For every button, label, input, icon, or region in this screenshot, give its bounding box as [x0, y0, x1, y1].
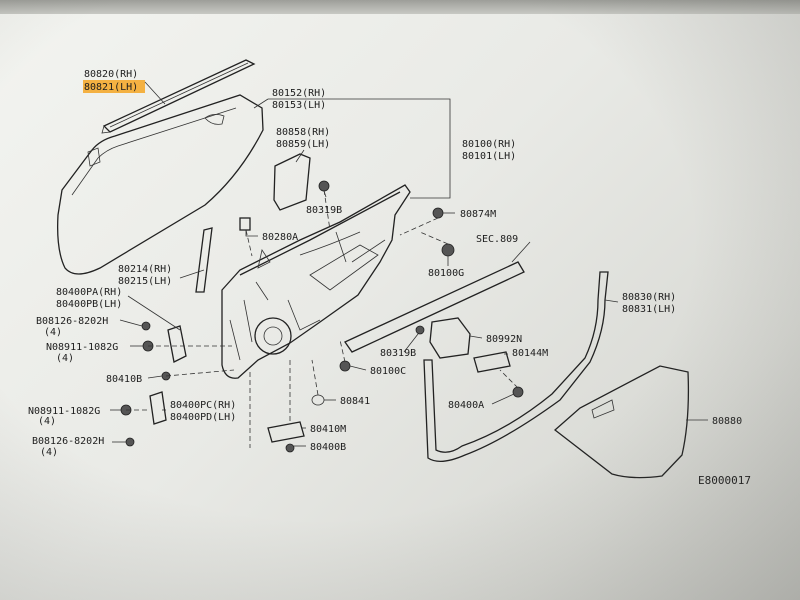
clip-80100c: [339, 360, 351, 372]
small-components: [120, 153, 524, 453]
label-80992n: 80992N: [486, 334, 522, 345]
hinge-lower: [149, 391, 167, 425]
label-80400pd: 80400PD(LH): [170, 412, 236, 423]
label-80859: 80859(LH): [276, 139, 330, 150]
part-labels: 80820(RH) 80821(LH) 80152(RH) 80153(LH) …: [28, 69, 751, 487]
bracket-80144m: [473, 351, 511, 373]
label-08126-b-qty: (4): [40, 447, 58, 458]
label-80100g: 80100G: [428, 268, 464, 279]
hinge-upper: [167, 325, 187, 363]
label-80410m: 80410M: [310, 424, 346, 435]
label-80400b: 80400B: [310, 442, 346, 453]
label-80400pc: 80400PC(RH): [170, 400, 236, 411]
label-80820: 80820(RH): [84, 69, 138, 80]
clip-80280a: [239, 217, 251, 231]
nut-80874m: [432, 207, 444, 219]
label-08911-a: N08911-1082G: [46, 342, 118, 353]
door-inner-panel: [221, 184, 411, 379]
clip-80319b-top: [318, 180, 330, 192]
label-80400pa: 80400PA(RH): [56, 287, 122, 298]
label-08126-a-qty: (4): [44, 327, 62, 338]
label-80101: 80101(LH): [462, 151, 516, 162]
label-80319b-bottom: 80319B: [380, 348, 416, 359]
label-80100: 80100(RH): [462, 139, 516, 150]
leader-lines: [110, 81, 708, 448]
sash-trim: [195, 227, 213, 293]
door-weatherstrip: [423, 271, 609, 462]
label-80831: 80831(LH): [622, 304, 676, 315]
door-seal-panel: [553, 365, 690, 479]
label-80100c: 80100C: [370, 366, 406, 377]
label-80144m: 80144M: [512, 348, 548, 359]
label-80319b-top: 80319B: [306, 205, 342, 216]
label-80410b: 80410B: [106, 374, 142, 385]
label-80400a: 80400A: [448, 400, 484, 411]
label-80152: 80152(RH): [272, 88, 326, 99]
door-outer-panel: [57, 94, 264, 275]
bolt-08126-b: [125, 437, 135, 447]
diagram-code: E8000017: [698, 474, 751, 487]
label-highlight: [83, 80, 145, 93]
label-80841: 80841: [340, 396, 370, 407]
label-80874m: 80874M: [460, 209, 496, 220]
label-80215: 80215(LH): [118, 276, 172, 287]
block-80992n: [429, 317, 471, 359]
label-sec809: SEC.809: [476, 234, 518, 245]
bracket-80858: [273, 153, 311, 211]
label-08911-b: N08911-1082G: [28, 406, 100, 417]
label-80153: 80153(LH): [272, 100, 326, 111]
label-08126-a: B08126-8202H: [36, 316, 108, 327]
bolt-80400b: [285, 443, 295, 453]
label-80830: 80830(RH): [622, 292, 676, 303]
window-moulding: [101, 59, 256, 134]
label-08126-b: B08126-8202H: [32, 436, 104, 447]
check-link-80410m: [267, 421, 305, 443]
label-80858: 80858(RH): [276, 127, 330, 138]
grommet-80100g: [441, 243, 455, 257]
label-80821: 80821(LH): [84, 82, 138, 93]
bolt-08126-a: [141, 321, 151, 331]
label-80880: 80880: [712, 416, 742, 427]
bolt-80400a: [512, 386, 524, 398]
belt-weatherstrip: [344, 261, 525, 353]
label-08911-a-qty: (4): [56, 353, 74, 364]
label-80214: 80214(RH): [118, 264, 172, 275]
label-80400pb: 80400PB(LH): [56, 299, 122, 310]
plug-80841: [311, 394, 325, 406]
monitor-bezel: [0, 0, 800, 14]
label-80280a: 80280A: [262, 232, 298, 243]
clip-80319b-bottom: [415, 325, 425, 335]
label-08911-b-qty: (4): [38, 416, 56, 427]
